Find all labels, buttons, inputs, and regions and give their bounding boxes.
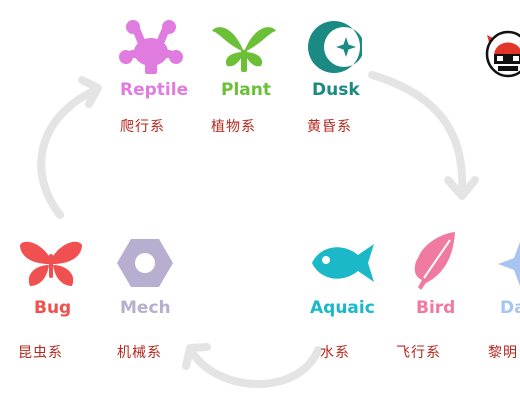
butterfly-icon [20, 241, 82, 286]
feather-icon [414, 232, 455, 290]
dusk-label: Dusk [312, 80, 360, 100]
arrow-top-right-head [444, 176, 479, 200]
leaf-icon [212, 27, 276, 72]
aquatic-label: Aquaic [310, 298, 375, 318]
aquatic-label-zh: 水系 [320, 345, 350, 361]
dusk-label-zh: 黄昏系 [307, 119, 352, 135]
plant-label: Plant [221, 80, 271, 100]
plant-label-zh: 植物系 [211, 119, 256, 135]
bird-label-zh: 飞行系 [396, 345, 441, 361]
fish-icon [312, 244, 374, 282]
dawn-label-zh: 黎明 [488, 345, 518, 361]
arrow-top-right [368, 71, 467, 196]
hex-nut-icon [117, 239, 173, 287]
arrow-bottom [188, 346, 322, 388]
sparkle-icon [498, 242, 520, 286]
mech-label: Mech [120, 298, 171, 318]
bug-label: Bug [34, 298, 72, 318]
reptile-label-zh: 爬行系 [120, 119, 165, 135]
bird-label: Bird [416, 298, 456, 318]
reptile-label: Reptile [120, 80, 189, 100]
arrow-left-head [78, 76, 102, 108]
reptile-foot-icon [119, 20, 183, 74]
arrow-bottom-head [182, 343, 211, 370]
dawn-label: Da [500, 298, 520, 318]
bug-label-zh: 昆虫系 [18, 345, 63, 361]
arrow-left [37, 86, 100, 219]
crescent-moon-star-icon [308, 21, 362, 73]
helmet-logo-icon [485, 30, 520, 78]
mech-label-zh: 机械系 [117, 345, 162, 361]
